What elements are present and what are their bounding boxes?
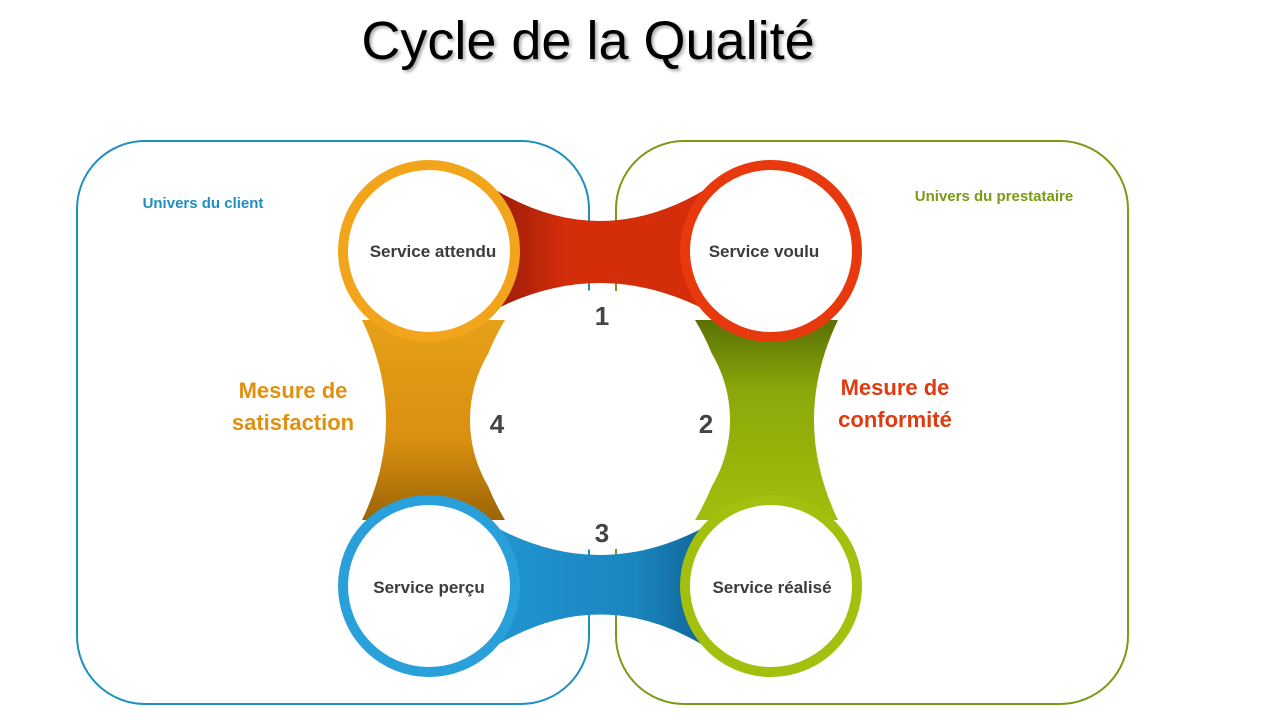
satisfaction-measure-line2: satisfaction xyxy=(232,410,354,435)
node-attendu-label: Service attendu xyxy=(370,242,497,261)
link-right xyxy=(695,320,838,520)
link-number-2: 2 xyxy=(699,409,713,439)
prestataire-universe-label: Univers du prestataire xyxy=(915,188,1073,205)
node-realise: Service réalisé xyxy=(680,495,862,677)
node-voulu-label: Service voulu xyxy=(709,242,820,261)
link-left xyxy=(362,320,505,520)
link-number-3: 3 xyxy=(595,518,609,548)
link-number-4: 4 xyxy=(490,409,505,439)
conformite-measure-line2: conformité xyxy=(838,407,952,432)
link-bottom xyxy=(483,520,717,654)
node-attendu: Service attendu xyxy=(338,160,520,342)
link-top xyxy=(483,182,717,316)
satisfaction-measure-line1: Mesure de xyxy=(239,378,348,403)
node-realise-label: Service réalisé xyxy=(712,578,831,597)
node-percu: Service perçu xyxy=(338,495,520,677)
node-percu-label: Service perçu xyxy=(373,578,485,597)
link-number-1: 1 xyxy=(595,301,609,331)
conformite-measure-line1: Mesure de xyxy=(841,375,950,400)
node-voulu: Service voulu xyxy=(680,160,862,342)
page-title: Cycle de la Qualité xyxy=(361,11,815,71)
client-universe-label: Univers du client xyxy=(143,195,264,212)
